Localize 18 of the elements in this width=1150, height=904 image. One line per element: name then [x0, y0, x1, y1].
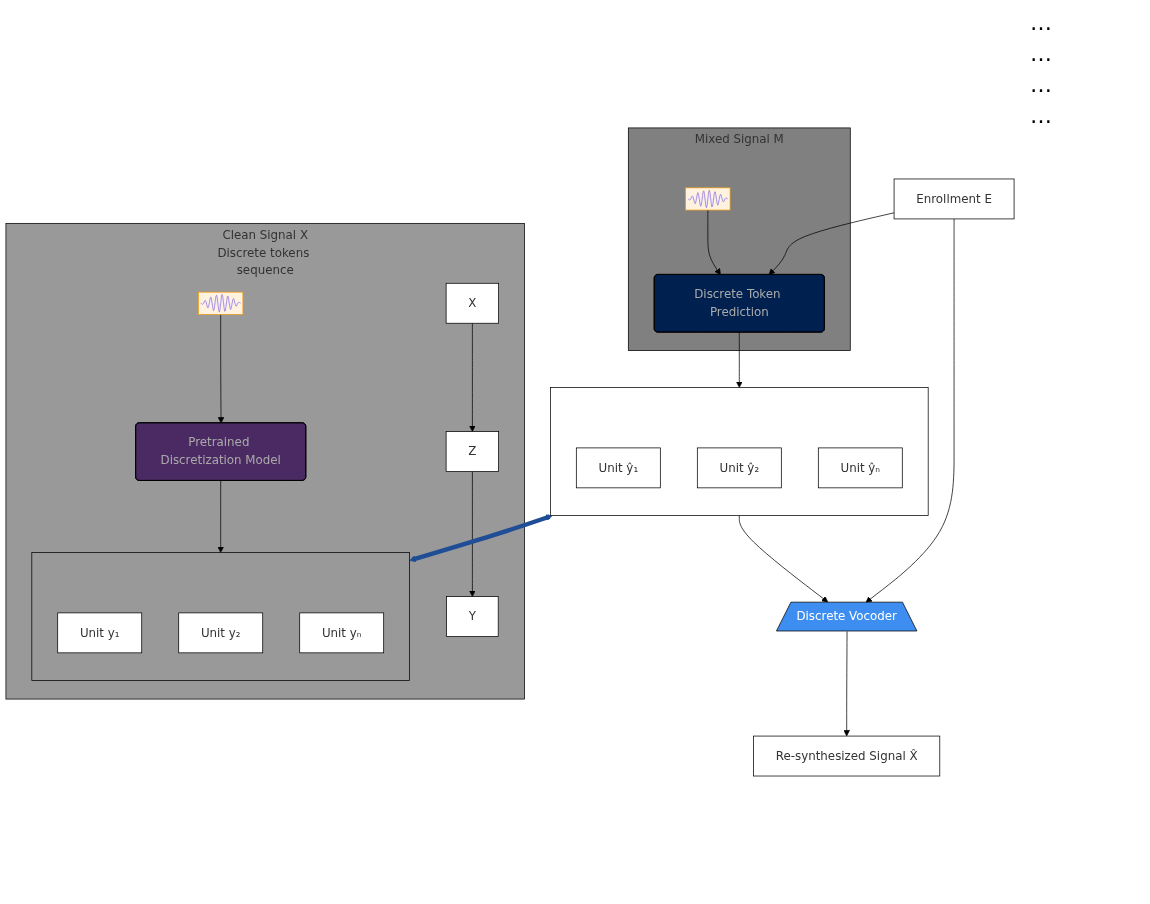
node-box: Re-synthesized Signal X̂	[753, 735, 941, 777]
node-box: Unit ŷ₂	[696, 447, 782, 489]
node-box: Enrollment E	[893, 178, 1015, 220]
ellipsis-label: …	[1030, 103, 1053, 128]
node-box: X	[445, 282, 499, 324]
node-box: Unit yₙ	[299, 612, 385, 654]
ellipsis-label: …	[1030, 72, 1053, 97]
node-box: Unit ŷ₁	[575, 447, 661, 489]
arrow	[409, 514, 553, 562]
ellipsis-label: …	[1030, 41, 1053, 66]
ellipsis-label: …	[1030, 10, 1053, 35]
node-box: Unit y₂	[178, 612, 264, 654]
node-box: Unit y₁	[57, 612, 143, 654]
node-box: Z	[445, 431, 499, 472]
cluster	[550, 387, 929, 516]
cluster	[31, 552, 410, 681]
node-box: Unit ŷₙ	[817, 447, 903, 489]
node-box: Y	[446, 596, 499, 637]
